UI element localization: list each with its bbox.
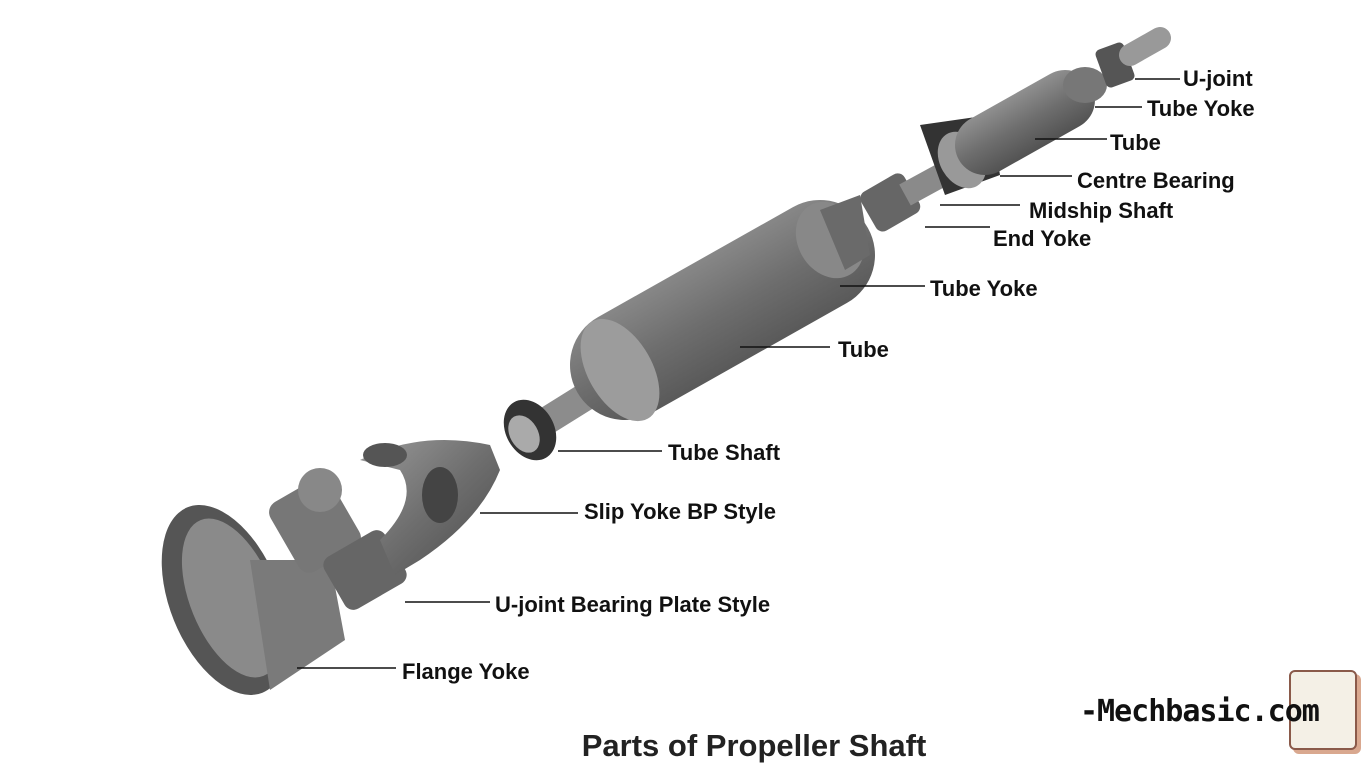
label-midship-shaft: Midship Shaft: [1029, 198, 1174, 223]
watermark-text: -Mechbasic.com: [1080, 694, 1320, 729]
slip-yoke-part: [360, 440, 500, 575]
label-end-yoke: End Yoke: [993, 226, 1092, 251]
label-tube: Tube: [838, 337, 889, 362]
label-tube-shaft: Tube Shaft: [668, 440, 781, 465]
label-slip-yoke: Slip Yoke BP Style: [584, 499, 776, 524]
label-u-joint-top: U-joint: [1183, 66, 1253, 91]
label-u-joint-bp: U-joint Bearing Plate Style: [495, 592, 771, 617]
diagram-title: Parts of Propeller Shaft: [581, 728, 927, 763]
label-tube-yoke: Tube Yoke: [930, 276, 1038, 301]
flange-yoke-part: [161, 505, 345, 695]
leader-lines: [297, 78, 1180, 669]
tube-top-part: [955, 70, 1095, 175]
label-flange-yoke: Flange Yoke: [402, 659, 530, 684]
watermark-badge: [1289, 670, 1357, 750]
tube-part: [570, 200, 875, 422]
label-centre-bearing: Centre Bearing: [1077, 168, 1235, 193]
label-tube-yoke-top: Tube Yoke: [1147, 96, 1255, 121]
u-joint-bp-part: [269, 468, 407, 610]
tube-yoke-part: [795, 195, 870, 279]
label-tube-top: Tube: [1110, 130, 1161, 155]
u-joint-top-part: [1063, 27, 1171, 103]
